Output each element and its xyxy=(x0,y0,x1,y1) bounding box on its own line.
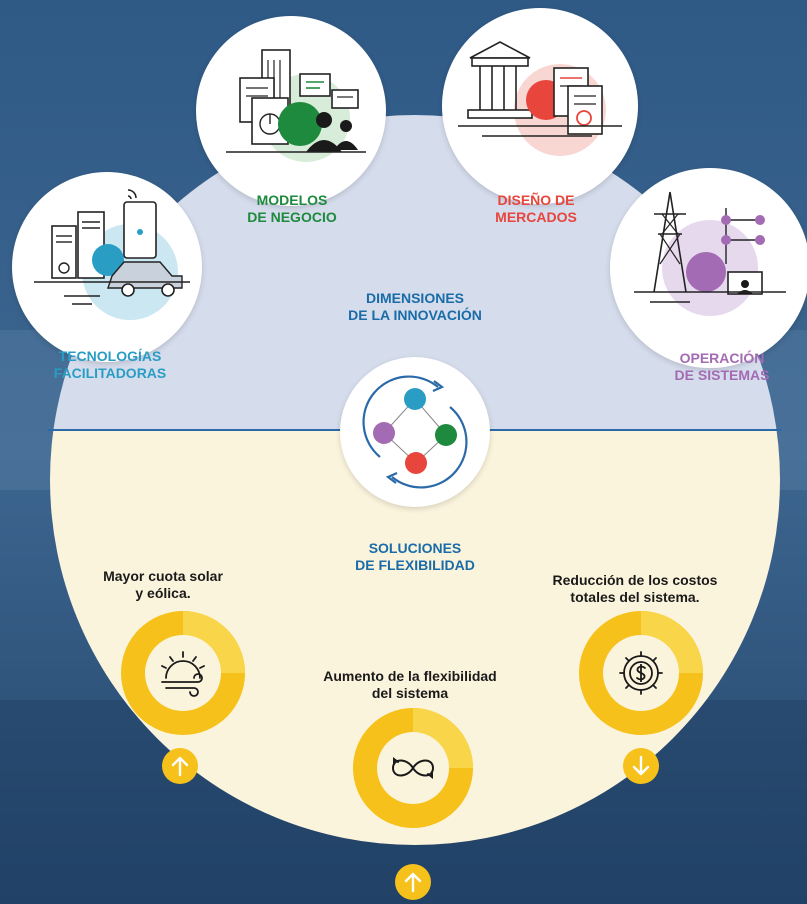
label-business-line2: DE NEGOCIO xyxy=(247,209,337,225)
label-market-line1: DISEÑO DE xyxy=(497,192,575,208)
cost-down-arrow xyxy=(623,748,659,784)
outcome-flexibility-text: Aumento de la flexibilidad del sistema xyxy=(290,668,530,702)
arrow-up-icon xyxy=(171,756,189,777)
gear-dollar-icon xyxy=(619,651,663,695)
outcome-costs-line2: totales del sistema. xyxy=(570,589,700,605)
label-tech-line2: FACILITADORAS xyxy=(53,365,167,381)
outcome-solar-wind-line1: Mayor cuota solar xyxy=(103,568,223,584)
sun-wind-icon xyxy=(161,651,205,697)
dimensions-title-line1: DIMENSIONES xyxy=(365,290,464,306)
label-business: MODELOS DE NEGOCIO xyxy=(230,192,354,226)
solutions-title-line2: DE FLEXIBILIDAD xyxy=(355,557,475,573)
label-tech: TECNOLOGÍAS FACILITADORAS xyxy=(30,348,190,382)
label-market-line2: MERCADOS xyxy=(495,209,577,225)
system-operation-circle xyxy=(610,168,807,368)
solar-wind-badge xyxy=(121,611,245,735)
label-operation-line1: OPERACIÓN xyxy=(679,350,765,366)
solutions-title-line1: SOLUCIONES xyxy=(368,540,462,556)
market-design-circle xyxy=(442,8,638,204)
tech-circle xyxy=(12,172,202,362)
battery-car-phone-icon xyxy=(34,189,190,320)
outcome-flexibility-line1: Aumento de la flexibilidad xyxy=(323,668,497,684)
label-operation-line2: DE SISTEMAS xyxy=(674,367,770,383)
cost-badge xyxy=(579,611,703,735)
business-models-circle xyxy=(196,16,386,206)
solar-wind-up-arrow xyxy=(162,748,198,784)
outcome-solar-wind-line2: y eólica. xyxy=(135,585,191,601)
arrow-down-icon xyxy=(632,755,650,776)
label-business-line1: MODELOS xyxy=(256,192,328,208)
solutions-title: SOLUCIONES DE FLEXIBILIDAD xyxy=(310,540,520,574)
tower-network-icon xyxy=(634,191,786,316)
infinity-loop-icon xyxy=(391,757,435,779)
label-operation: OPERACIÓN DE SISTEMAS xyxy=(652,350,792,384)
dimensions-title: DIMENSIONES DE LA INNOVACIÓN xyxy=(300,290,530,324)
building-documents-icon xyxy=(458,41,622,156)
outcome-solar-wind-text: Mayor cuota solar y eólica. xyxy=(78,568,248,602)
label-market: DISEÑO DE MERCADOS xyxy=(474,192,598,226)
label-tech-line1: TECNOLOGÍAS xyxy=(58,348,162,364)
outcome-flexibility-line2: del sistema xyxy=(371,685,449,701)
dimensions-title-line2: DE LA INNOVACIÓN xyxy=(348,307,482,323)
cycle-circle xyxy=(340,357,490,507)
cycle-arrows-icon xyxy=(362,375,468,489)
flexibility-badge xyxy=(353,708,473,828)
arrow-up-icon xyxy=(404,872,422,893)
flexibility-up-arrow xyxy=(395,864,431,900)
documents-people-icon xyxy=(226,49,366,162)
outcome-costs-text: Reducción de los costos totales del sist… xyxy=(520,572,750,606)
outcome-costs-line1: Reducción de los costos xyxy=(552,572,718,588)
